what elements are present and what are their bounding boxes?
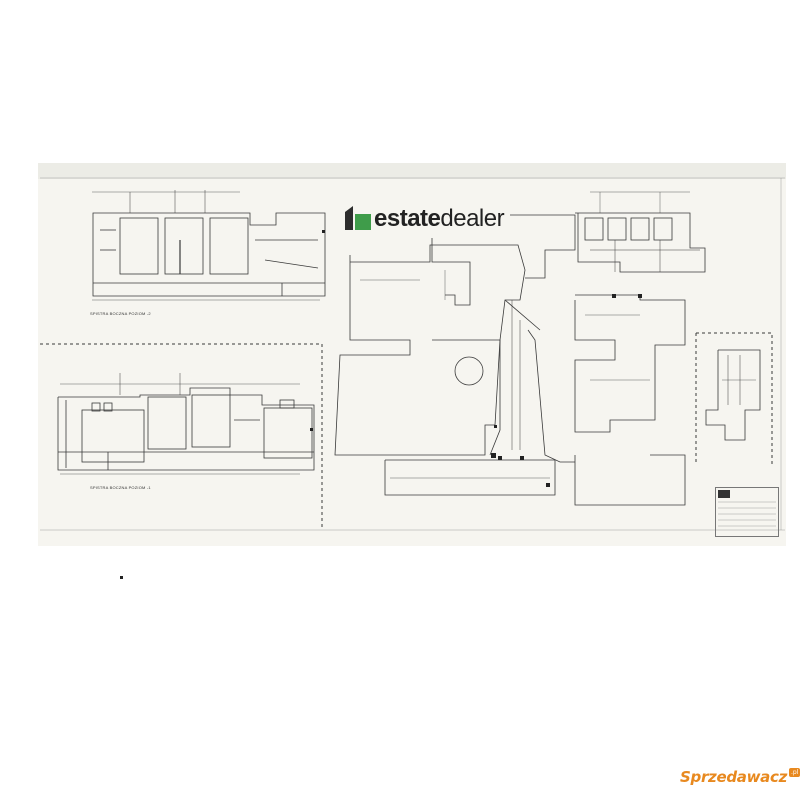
sheet-top-edge xyxy=(38,163,786,179)
plan-level-minus2 xyxy=(92,190,326,301)
plan-upper-right-block xyxy=(575,191,706,273)
drawing-title-block xyxy=(715,487,779,537)
watermark-badge: .pl xyxy=(789,767,800,777)
sprzedawacz-watermark: Sprzedawacz .pl xyxy=(680,767,800,786)
plan-right-inset xyxy=(695,332,773,465)
plan-main-level xyxy=(334,214,686,506)
house-logo-icon xyxy=(345,206,371,230)
plan-level-minus1 xyxy=(57,373,315,475)
logo-word-dealer: dealer xyxy=(440,205,505,232)
level-minus1-caption: SPISTRA BOCZNA POZIOM -1 xyxy=(90,485,151,490)
floor-plan-sheet xyxy=(38,163,786,546)
structural-markers xyxy=(120,230,642,579)
level-minus2-caption: SPISTRA BOCZNA POZIOM -2 xyxy=(90,311,151,316)
title-block-lines xyxy=(718,490,776,527)
watermark-text: Sprzedawacz xyxy=(680,768,788,786)
logo-word-estate: estate xyxy=(374,205,441,232)
